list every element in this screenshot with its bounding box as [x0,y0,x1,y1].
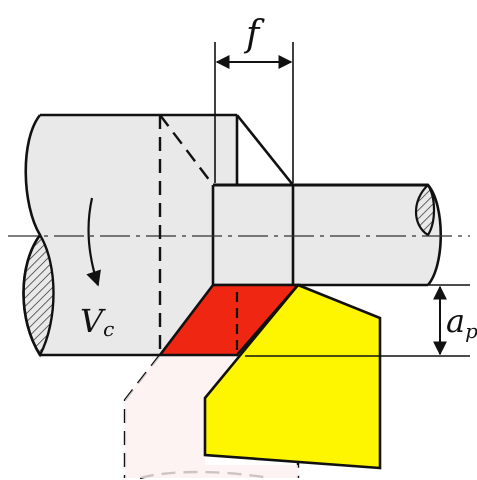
workpiece-small-body [213,185,428,285]
cutting-speed-sub: c [103,317,114,341]
tool-face [203,283,382,470]
workpiece-right-section-hatch [415,183,436,237]
chip-cross-section [157,283,301,357]
depth-of-cut-main: a [446,302,465,340]
cutting-speed-arrow [86,197,101,287]
depth-of-cut-label: ap [446,302,477,343]
cutting-speed-label: Vc [80,302,114,341]
feed-label: f [243,14,265,55]
workpiece-large-body [40,115,237,355]
cutting-speed-main: V [80,302,106,340]
tool-hidden-diagonal [159,114,214,186]
tool-shank-tint [125,355,298,478]
depth-of-cut-sub: p [465,319,477,343]
workpiece-chamfer-edge [235,114,295,186]
